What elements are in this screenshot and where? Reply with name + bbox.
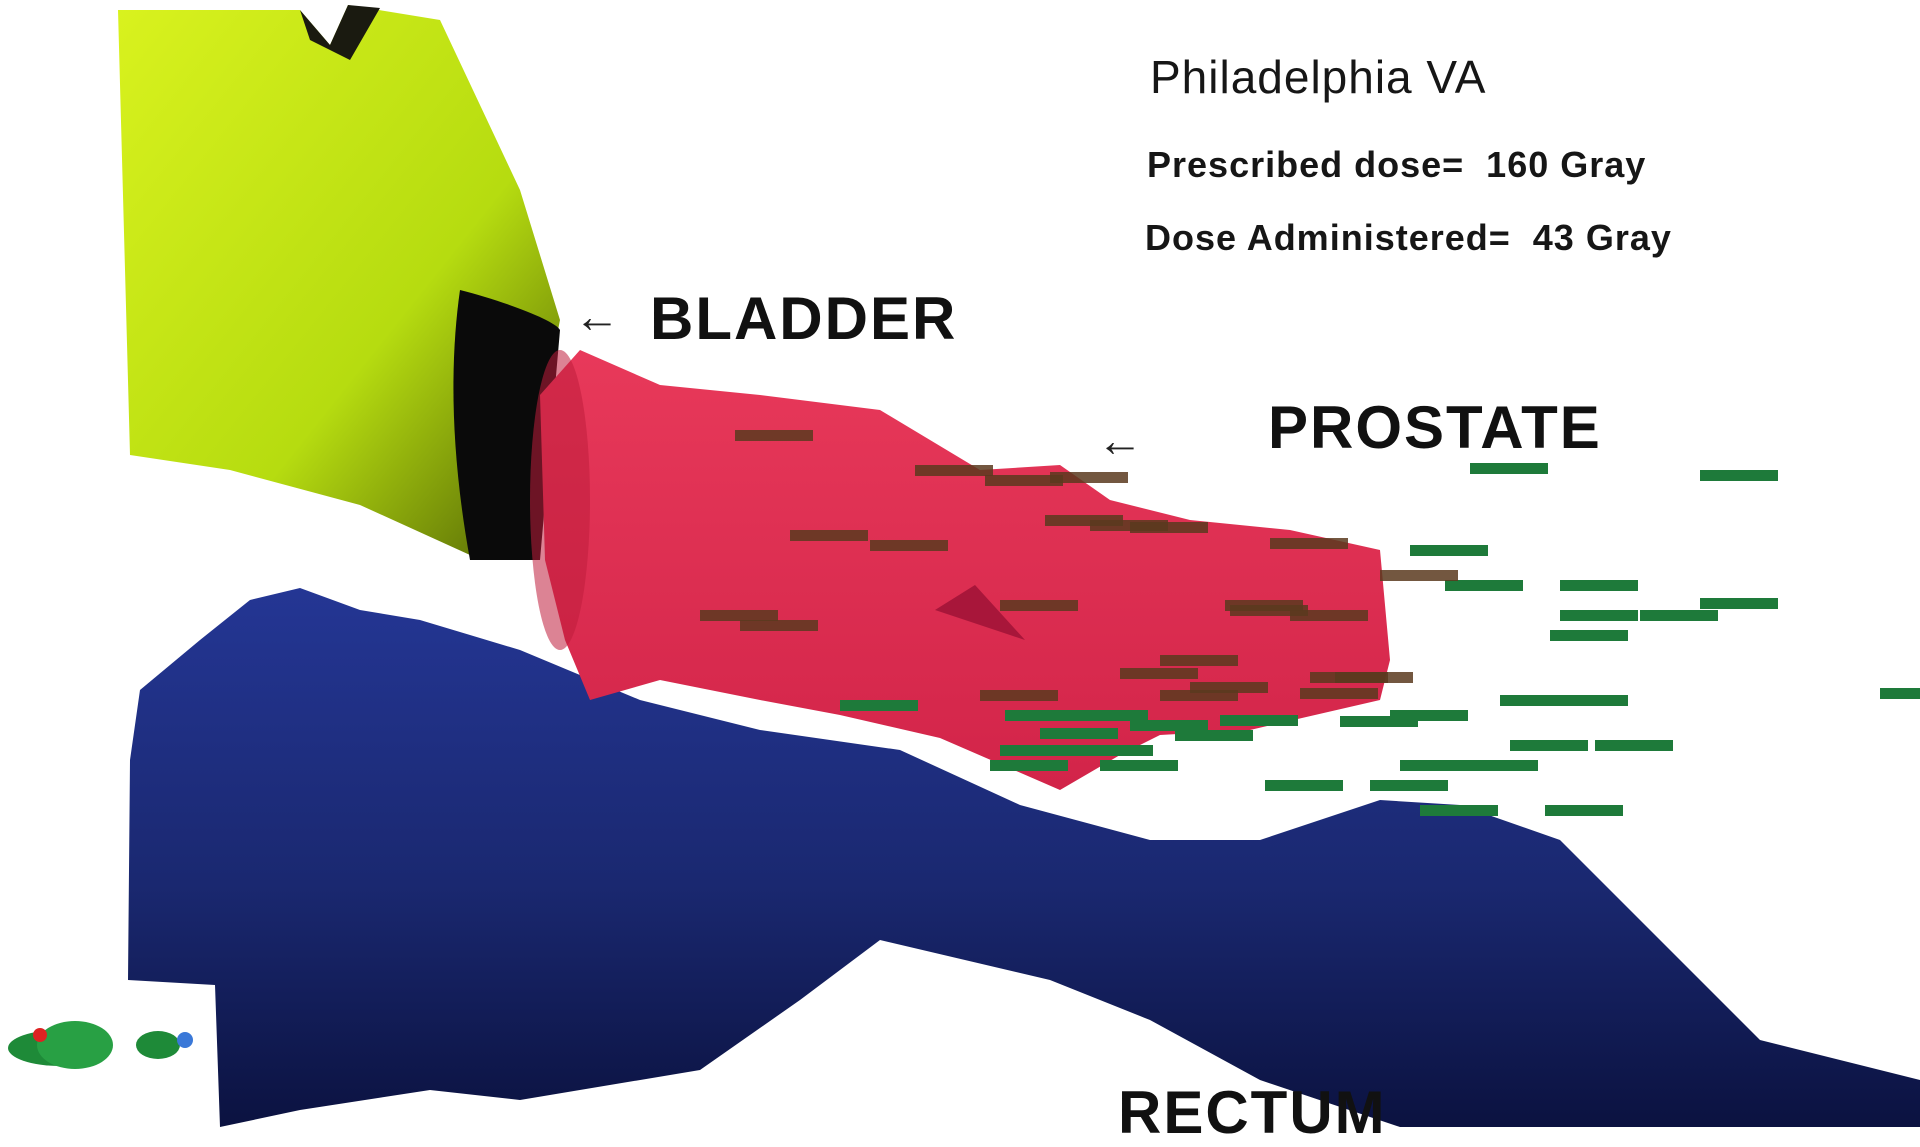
seed-marker [1340,716,1418,727]
prostate-arrow: ← [1097,413,1143,467]
seed-marker [1700,470,1778,481]
seed-marker [1130,720,1208,731]
seed-marker [980,690,1058,701]
prescribed-dose-label: Prescribed dose= [1147,144,1464,185]
prescribed-dose: Prescribed dose= 160 Gray [1147,144,1646,186]
seed-marker [1300,688,1378,699]
seed-marker [1880,688,1920,699]
seed-marker [1560,610,1638,621]
site-title: Philadelphia VA [1150,50,1486,104]
seed-marker [1075,745,1153,756]
seed-marker [990,760,1068,771]
seed-marker [1270,538,1348,549]
administered-dose-label: Dose Administered= [1145,217,1511,258]
seed-marker [1335,672,1413,683]
seed-marker [1070,710,1148,721]
seed-marker [1225,600,1303,611]
seed-marker [840,700,918,711]
seed-marker [1160,655,1238,666]
seed-marker [1220,715,1298,726]
seed-marker [1040,728,1118,739]
bladder-arrow: ← [574,289,620,343]
seed-marker [1545,805,1623,816]
seed-marker [735,430,813,441]
seed-marker [1175,730,1253,741]
seed-marker [1100,760,1178,771]
seed-marker [1560,580,1638,591]
prostate-label: PROSTATE [1268,393,1602,462]
seed-marker [1000,745,1078,756]
orientation-axes-icon [8,1021,193,1069]
seed-marker [1595,740,1673,751]
seed-marker [915,465,993,476]
seed-marker [1445,580,1523,591]
bladder-label: BLADDER [650,284,957,353]
bladder-organ [118,5,560,560]
seed-marker [1120,668,1198,679]
seed-marker [1380,570,1458,581]
administered-dose: Dose Administered= 43 Gray [1145,217,1672,259]
seed-marker [870,540,948,551]
seed-marker [1420,805,1498,816]
seed-marker [1370,780,1448,791]
seed-marker [1470,463,1548,474]
seed-marker [1000,600,1078,611]
seed-marker [1190,682,1268,693]
seed-marker [1290,610,1368,621]
seed-marker [1410,545,1488,556]
seed-marker [1700,598,1778,609]
seed-marker [790,530,868,541]
seed-marker [1050,472,1128,483]
seed-marker [700,610,778,621]
seed-marker [1265,780,1343,791]
administered-dose-value: 43 Gray [1533,217,1672,258]
seed-marker [1550,695,1628,706]
seed-marker [1640,610,1718,621]
prescribed-dose-value: 160 Gray [1486,144,1646,185]
seed-marker [1550,630,1628,641]
seed-marker [1510,740,1588,751]
seed-marker [1130,522,1208,533]
seed-marker [1460,760,1538,771]
seed-marker [740,620,818,631]
rectum-label: RECTUM [1118,1078,1387,1147]
